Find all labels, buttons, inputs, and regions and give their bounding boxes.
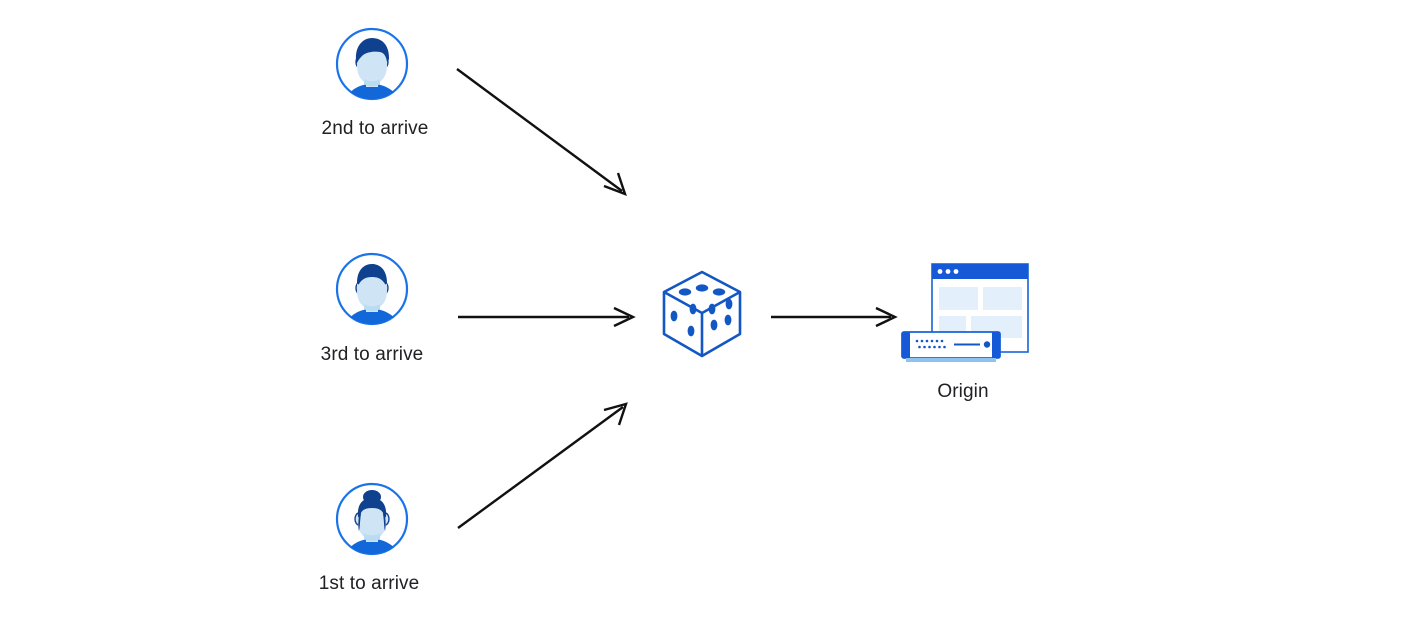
user-avatar-icon — [335, 27, 409, 101]
node-randomizer — [658, 268, 746, 360]
origin-server-icon — [901, 263, 1029, 362]
server-device-icon — [901, 331, 1001, 362]
arrow-2nd-to-dice — [456, 68, 627, 197]
dice-icon — [662, 270, 742, 358]
arrow-dice-to-origin — [771, 306, 898, 328]
arrow-3rd-to-dice — [458, 306, 636, 328]
node-visitor-3rd — [334, 251, 410, 327]
label-visitor-2nd: 2nd to arrive — [321, 118, 429, 139]
user-avatar-female-icon — [335, 482, 409, 556]
node-origin — [894, 256, 1034, 366]
user-avatar-icon — [335, 252, 409, 326]
label-visitor-3rd: 3rd to arrive — [320, 344, 424, 365]
arrow-1st-to-dice — [457, 402, 628, 529]
label-origin: Origin — [937, 381, 989, 402]
node-visitor-1st — [334, 481, 410, 557]
label-visitor-1st: 1st to arrive — [318, 573, 420, 594]
node-visitor-2nd — [334, 26, 410, 102]
